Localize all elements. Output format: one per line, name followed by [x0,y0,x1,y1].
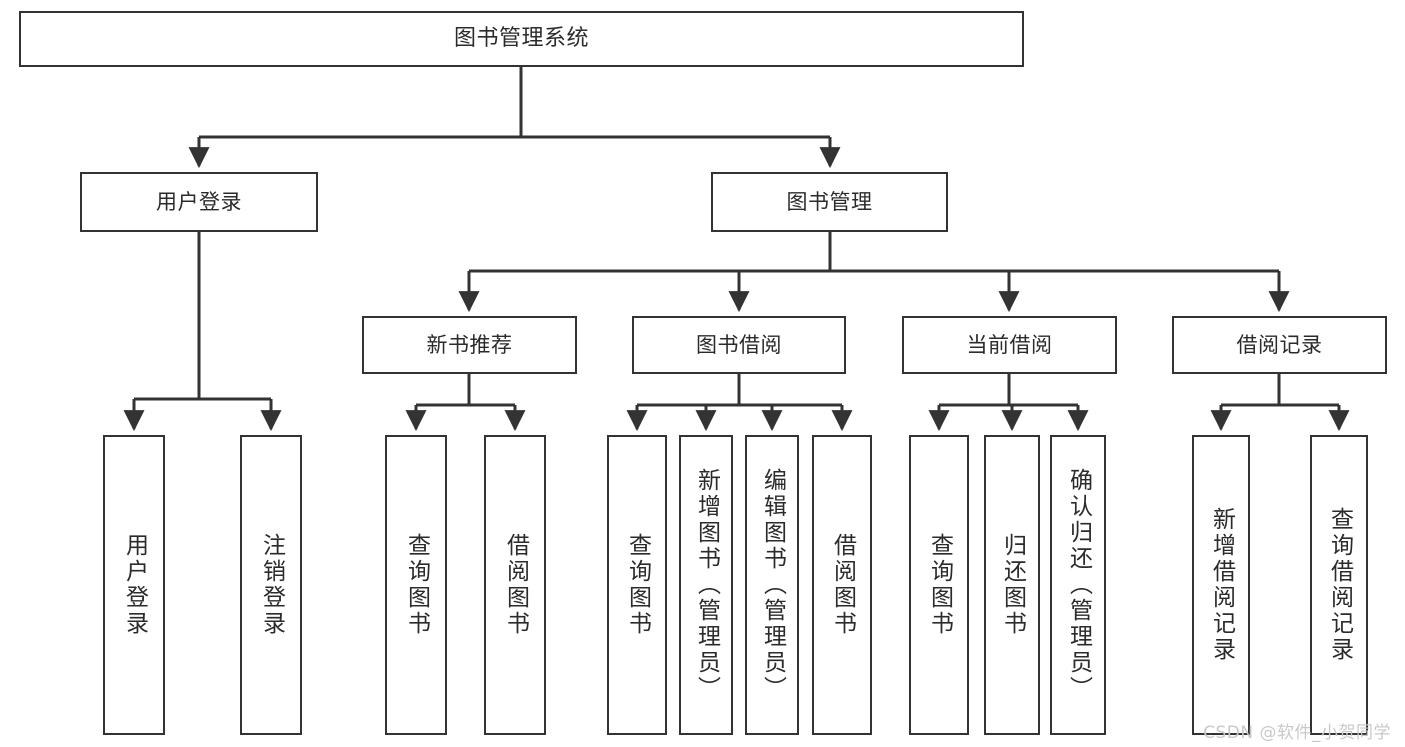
node-leaf-add-borrow-record-label: 新增借阅记录 [1208,507,1235,663]
node-leaf-query-book-borrow[interactable]: 查询图书 [607,435,667,735]
node-leaf-query-book-borrow-label: 查询图书 [624,533,651,637]
node-book-borrow[interactable]: 图书借阅 [632,316,846,374]
node-leaf-confirm-return-admin-label: 确认归还（管理员） [1065,468,1092,702]
node-leaf-add-book-admin[interactable]: 新增图书（管理员） [679,435,733,735]
node-user-login-label: 用户登录 [156,189,242,214]
node-leaf-logout-login[interactable]: 注销登录 [240,435,302,735]
node-new-book-recommend-label: 新书推荐 [426,332,513,357]
node-leaf-add-borrow-record[interactable]: 新增借阅记录 [1192,435,1250,735]
node-leaf-edit-book-admin-label: 编辑图书（管理员） [759,468,786,702]
node-book-manage-label: 图书管理 [786,189,873,214]
node-leaf-borrow-book-recommend-label: 借阅图书 [502,533,529,637]
node-new-book-recommend[interactable]: 新书推荐 [362,316,577,374]
node-leaf-borrow-book-recommend[interactable]: 借阅图书 [484,435,546,735]
node-leaf-edit-book-admin[interactable]: 编辑图书（管理员） [745,435,799,735]
node-leaf-query-borrow-record[interactable]: 查询借阅记录 [1310,435,1368,735]
csdn-watermark: CSDN @软件_小贺同学 [1203,723,1391,743]
node-leaf-return-book-label: 归还图书 [999,533,1026,637]
node-current-borrow[interactable]: 当前借阅 [902,316,1117,374]
node-leaf-logout-login-label: 注销登录 [258,533,285,637]
node-borrow-record[interactable]: 借阅记录 [1172,316,1387,374]
node-leaf-query-book-current[interactable]: 查询图书 [909,435,969,735]
node-current-borrow-label: 当前借阅 [966,332,1053,357]
node-book-manage[interactable]: 图书管理 [711,172,948,232]
node-leaf-user-login-label: 用户登录 [121,533,148,637]
node-user-login[interactable]: 用户登录 [80,172,318,232]
node-borrow-record-label: 借阅记录 [1236,332,1323,357]
node-leaf-user-login[interactable]: 用户登录 [103,435,165,735]
node-root-label: 图书管理系统 [453,26,589,52]
node-book-borrow-label: 图书借阅 [696,332,782,357]
node-root[interactable]: 图书管理系统 [19,11,1024,67]
node-leaf-confirm-return-admin[interactable]: 确认归还（管理员） [1050,435,1106,735]
node-leaf-query-book-current-label: 查询图书 [926,533,953,637]
node-leaf-query-borrow-record-label: 查询借阅记录 [1326,507,1353,663]
node-leaf-borrow-book[interactable]: 借阅图书 [812,435,872,735]
node-leaf-borrow-book-label: 借阅图书 [829,533,856,637]
node-leaf-query-book-recommend[interactable]: 查询图书 [385,435,447,735]
node-leaf-add-book-admin-label: 新增图书（管理员） [693,468,720,702]
node-leaf-return-book[interactable]: 归还图书 [984,435,1040,735]
node-leaf-query-book-recommend-label: 查询图书 [403,533,430,637]
